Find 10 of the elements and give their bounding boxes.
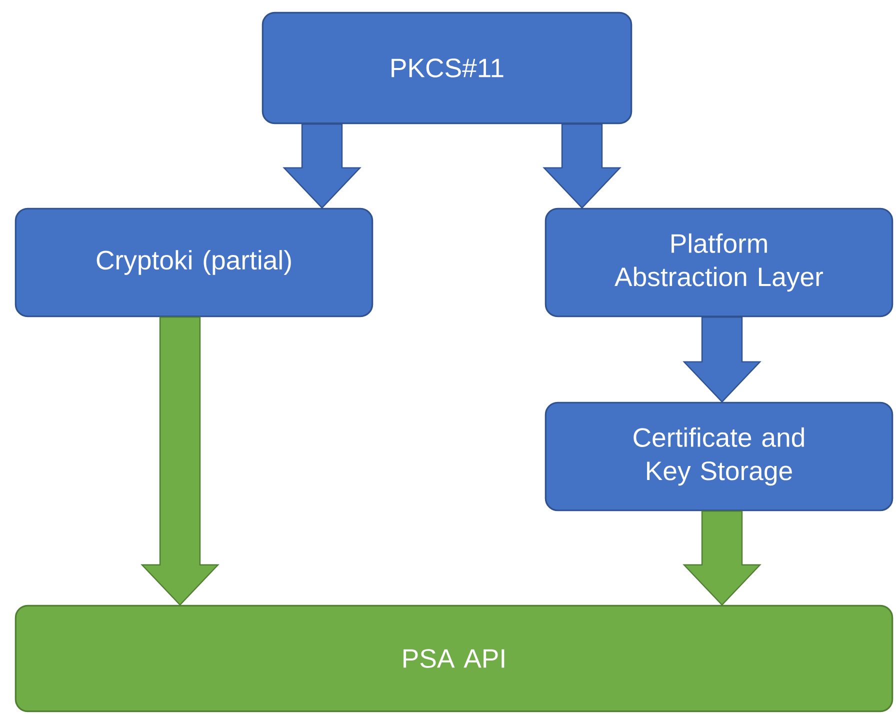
- block-arrow: [282, 124, 362, 209]
- block-arrow: [542, 124, 622, 209]
- block-arrow: [682, 510, 762, 606]
- component-box: PKCS#11: [262, 12, 632, 124]
- component-box: Cryptoki (partial): [14, 208, 374, 318]
- block-arrow: [140, 316, 220, 606]
- block-arrow: [682, 316, 762, 403]
- component-box: Platform Abstraction Layer: [544, 208, 894, 318]
- base-layer-box: PSA API: [14, 604, 894, 712]
- component-box: Certificate and Key Storage: [544, 402, 894, 512]
